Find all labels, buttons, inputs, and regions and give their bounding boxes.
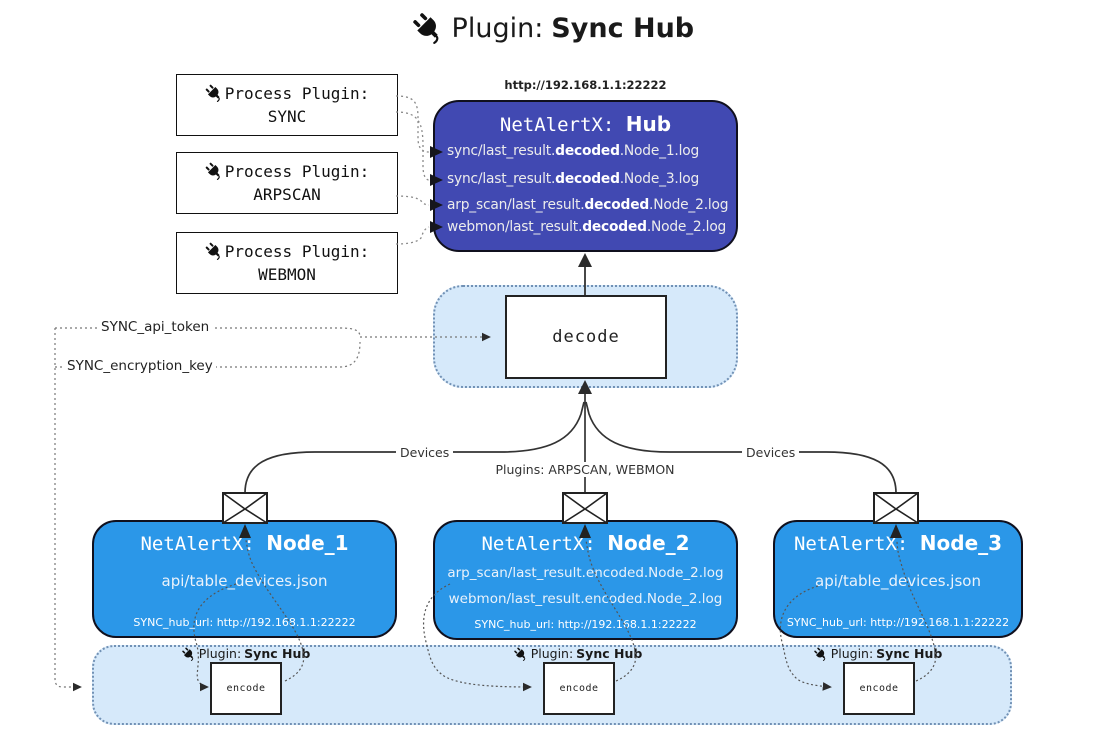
diagram-title-name: Sync Hub bbox=[551, 12, 695, 44]
hub-url-label: http://192.168.1.1:22222 bbox=[504, 78, 667, 92]
encoder-label: Plugin: Sync Hub bbox=[814, 646, 942, 661]
encode-box: encode bbox=[543, 662, 615, 715]
node-file-line: api/table_devices.json bbox=[815, 572, 981, 590]
node-title: NetAlertX: Node_3 bbox=[793, 531, 1003, 555]
hub-log-line: sync/last_result.decoded.Node_1.log bbox=[447, 143, 700, 159]
plug-icon bbox=[412, 12, 444, 44]
node-file-line: arp_scan/last_result.encoded.Node_2.log bbox=[447, 565, 724, 581]
plugin-to-hub-links bbox=[395, 95, 430, 245]
plug-icon bbox=[814, 647, 828, 661]
plugins-label: Plugins: ARPSCAN, WEBMON bbox=[491, 462, 679, 477]
hub-box: NetAlertX: Hub sync/last_result.decoded.… bbox=[433, 100, 738, 252]
process-plugin-label: Process Plugin: bbox=[224, 83, 370, 103]
devices-label-left: Devices bbox=[396, 445, 454, 460]
node-hub-url: SYNC_hub_url: http://192.168.1.1:22222 bbox=[474, 618, 697, 631]
hub-log-line: sync/last_result.decoded.Node_3.log bbox=[447, 171, 700, 187]
node-file-line: api/table_devices.json bbox=[161, 572, 328, 590]
token-label-key: SYNC_encryption_key bbox=[64, 358, 216, 374]
encode-box: encode bbox=[843, 662, 915, 715]
process-plugin-box-webmon: Process Plugin: WEBMON bbox=[176, 232, 398, 294]
node-file-line: webmon/last_result.encoded.Node_2.log bbox=[448, 591, 723, 607]
plug-icon bbox=[205, 84, 223, 102]
process-plugin-box-sync: Process Plugin: SYNC bbox=[176, 74, 398, 136]
hub-title-prefix: NetAlertX: bbox=[499, 114, 615, 136]
encode-box: encode bbox=[210, 662, 282, 715]
encoder-label: Plugin: Sync Hub bbox=[514, 646, 642, 661]
diagram-title: Plugin: Sync Hub bbox=[412, 12, 695, 44]
plug-icon bbox=[205, 242, 223, 260]
hub-log-line: webmon/last_result.decoded.Node_2.log bbox=[447, 219, 727, 235]
process-plugin-label: Process Plugin: bbox=[224, 161, 370, 181]
token-label-api: SYNC_api_token bbox=[98, 319, 213, 335]
node-title: NetAlertX: Node_1 bbox=[140, 531, 349, 555]
diagram-title-prefix: Plugin: bbox=[451, 12, 544, 44]
node-hub-url: SYNC_hub_url: http://192.168.1.1:22222 bbox=[786, 616, 1010, 629]
node-to-decode-curves bbox=[244, 393, 897, 494]
plug-icon bbox=[182, 647, 196, 661]
node-title: NetAlertX: Node_2 bbox=[481, 531, 690, 555]
decode-box: decode bbox=[505, 295, 667, 379]
hub-log-line: arp_scan/last_result.decoded.Node_2.log bbox=[447, 197, 729, 213]
node-box-2: NetAlertX: Node_2 arp_scan/last_result.e… bbox=[433, 520, 738, 640]
node-box-3: NetAlertX: Node_3 api/table_devices.json… bbox=[773, 520, 1023, 638]
plug-icon bbox=[514, 647, 528, 661]
plug-icon bbox=[205, 162, 223, 180]
node-hub-url: SYNC_hub_url: http://192.168.1.1:22222 bbox=[133, 616, 356, 629]
hub-title-name: Hub bbox=[625, 112, 672, 136]
process-plugin-name: SYNC bbox=[267, 107, 307, 126]
decode-to-hub-arrowhead bbox=[578, 253, 592, 267]
process-plugin-label: Process Plugin: bbox=[224, 241, 370, 261]
hub-title: NetAlertX: Hub bbox=[435, 112, 736, 136]
process-plugin-name: WEBMON bbox=[258, 265, 316, 284]
node-box-1: NetAlertX: Node_1 api/table_devices.json… bbox=[92, 520, 397, 638]
process-plugin-name: ARPSCAN bbox=[253, 185, 321, 204]
encoder-label: Plugin: Sync Hub bbox=[182, 646, 310, 661]
process-plugin-box-arpscan: Process Plugin: ARPSCAN bbox=[176, 152, 398, 214]
devices-label-right: Devices bbox=[742, 445, 800, 460]
